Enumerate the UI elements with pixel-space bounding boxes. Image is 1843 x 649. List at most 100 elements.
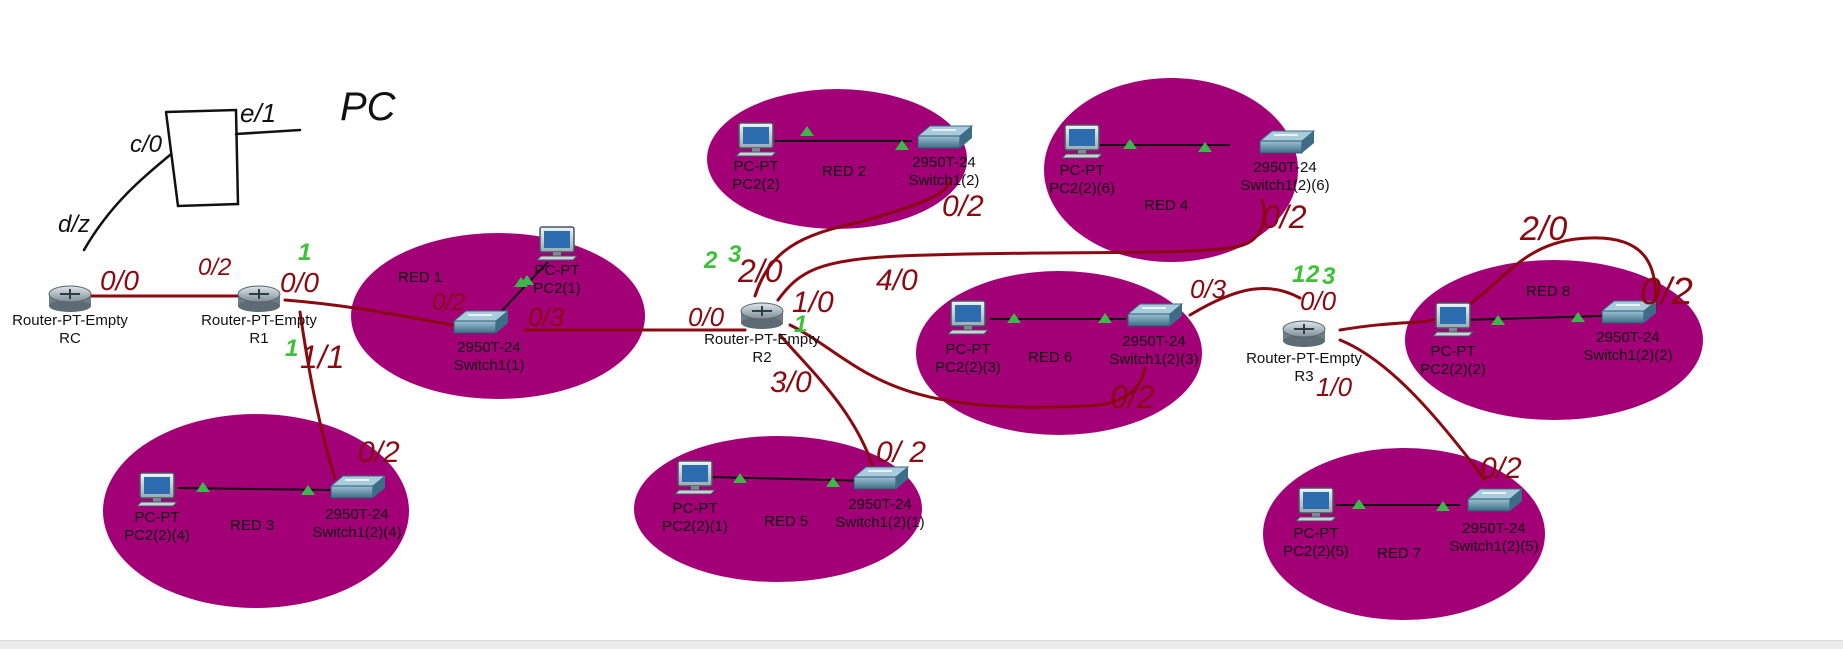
hand-link-r1-sw3 bbox=[298, 310, 337, 480]
annotation-r3-top: 0/0 bbox=[1300, 286, 1337, 316]
switch-4[interactable] bbox=[1258, 130, 1316, 154]
port-up-indicator bbox=[1491, 315, 1505, 325]
hand-link-r2-sw2 bbox=[753, 180, 952, 298]
switch-name-label: Switch1(2)(1) bbox=[835, 514, 924, 531]
pc-model-label: PC-PT bbox=[673, 500, 718, 517]
network-label-red7: RED 7 bbox=[1377, 545, 1421, 562]
switch-1[interactable] bbox=[452, 310, 510, 334]
pc-icon bbox=[673, 460, 717, 495]
annotation-r2-top: 2/0 bbox=[737, 253, 783, 289]
router-name-label: R1 bbox=[249, 330, 268, 347]
network-label-red1: RED 1 bbox=[398, 269, 442, 286]
switch-model-label: 2950T-24 bbox=[457, 339, 520, 356]
router-model-label: Router-PT-Empty bbox=[201, 312, 317, 329]
hand-link-r1-sw1 bbox=[283, 298, 472, 330]
annotation-sw3-port: 0/2 bbox=[358, 436, 400, 469]
switch-7[interactable] bbox=[1466, 488, 1524, 512]
switch-3[interactable] bbox=[329, 475, 387, 499]
annotation-c0: c/0 bbox=[130, 131, 163, 158]
pc-icon bbox=[946, 300, 990, 335]
pc-8[interactable] bbox=[1431, 302, 1475, 337]
pc-icon bbox=[135, 472, 179, 507]
annotation-dz: d/z bbox=[58, 211, 90, 238]
router-r2[interactable] bbox=[740, 302, 784, 329]
router-name-label: RC bbox=[59, 330, 81, 347]
switch-6[interactable] bbox=[1126, 303, 1184, 327]
port-up-indicator bbox=[826, 477, 840, 487]
switch-8[interactable] bbox=[1600, 300, 1658, 324]
switch-icon bbox=[1466, 488, 1524, 512]
switch-name-label: Switch1(2)(5) bbox=[1449, 538, 1538, 555]
pc-icon bbox=[1431, 302, 1475, 337]
port-status-lights bbox=[196, 126, 1585, 511]
pc-model-label: PC-PT bbox=[1294, 525, 1339, 542]
switch-model-label: 2950T-24 bbox=[1462, 520, 1525, 537]
port-up-indicator bbox=[1571, 312, 1585, 322]
annotation-green-r1-b: 1 bbox=[285, 335, 298, 362]
hand-link-r2-sw5 bbox=[778, 333, 876, 472]
network-cloud-red8[interactable] bbox=[1405, 260, 1703, 420]
hand-link-r3-sw7 bbox=[1338, 338, 1487, 482]
annotation-r2-right: 1/0 bbox=[792, 286, 834, 319]
network-label-red5: RED 5 bbox=[764, 513, 808, 530]
status-strip bbox=[0, 640, 1843, 649]
annotation-r3-left: 0/3 bbox=[1190, 274, 1227, 304]
hand-drawn-cables bbox=[82, 180, 1657, 482]
network-label-red2: RED 2 bbox=[822, 163, 866, 180]
annotation-r1-down: 1/1 bbox=[300, 339, 344, 375]
annotation-r2-down: 3/0 bbox=[770, 366, 812, 399]
switch-labels: 2950T-24 Switch1(1) 2950T-24 Switch1(2) … bbox=[312, 154, 1672, 555]
pc-7[interactable] bbox=[1294, 487, 1338, 522]
pc-labels: PC-PT PC2(1) PC-PT PC2(2) PC-PT PC2(2)(4… bbox=[124, 158, 1486, 560]
network-cloud-red3[interactable] bbox=[103, 414, 409, 608]
link-pc1-sw1[interactable] bbox=[495, 261, 549, 318]
port-up-indicator bbox=[895, 140, 909, 150]
pc-2[interactable] bbox=[734, 122, 778, 157]
annotation-r1-sw1: 0/2 bbox=[432, 289, 465, 316]
port-up-indicator bbox=[301, 485, 315, 495]
pc-name-label: PC2(2)(2) bbox=[1420, 361, 1486, 378]
pc-icon bbox=[535, 226, 579, 261]
pc-4[interactable] bbox=[1060, 124, 1104, 159]
annotation-green-r3-c: 3 bbox=[1322, 263, 1336, 290]
port-up-indicator bbox=[733, 473, 747, 483]
pc-name-label: PC2(2)(4) bbox=[124, 527, 190, 544]
switch-name-label: Switch1(2)(3) bbox=[1109, 351, 1198, 368]
annotation-green-r2-b: 3 bbox=[728, 241, 742, 268]
pc-1[interactable] bbox=[535, 226, 579, 261]
switch-model-label: 2950T-24 bbox=[1122, 333, 1185, 350]
pc-5[interactable] bbox=[673, 460, 717, 495]
annotation-r2-up: 4/0 bbox=[876, 264, 918, 297]
annotation-green-r2-c: 1 bbox=[794, 311, 807, 338]
switch-icon bbox=[852, 466, 910, 490]
switch-5[interactable] bbox=[852, 466, 910, 490]
annotation-green-r1: 1 bbox=[298, 239, 311, 266]
annotation-sw4-port: 0/2 bbox=[1262, 199, 1307, 235]
hand-link-r2-sw4 bbox=[776, 198, 1266, 302]
router-r1[interactable] bbox=[237, 285, 281, 312]
network-cloud-red4[interactable] bbox=[1044, 78, 1298, 262]
router-model-label: Router-PT-Empty bbox=[1246, 350, 1362, 367]
hand-annotations: PC e/1 c/0 d/z 0/0 0/2 0/0 1/1 0/2 0/3 0… bbox=[58, 85, 1693, 485]
router-rc[interactable] bbox=[48, 285, 92, 312]
switch-model-label: 2950T-24 bbox=[912, 154, 975, 171]
switch-icon bbox=[1258, 130, 1316, 154]
router-name-label: R3 bbox=[1294, 368, 1313, 385]
annotation-e1: e/1 bbox=[240, 98, 276, 128]
switch-name-label: Switch1(2)(6) bbox=[1240, 177, 1329, 194]
pc-6[interactable] bbox=[946, 300, 990, 335]
switch-icon bbox=[916, 125, 974, 149]
router-labels: Router-PT-Empty RC Router-PT-Empty R1 Ro… bbox=[12, 312, 1362, 385]
annotation-pc: PC bbox=[340, 85, 397, 129]
pc-icon bbox=[734, 122, 778, 157]
router-r3[interactable] bbox=[1282, 320, 1326, 347]
annotation-sw2-port: 0/2 bbox=[942, 190, 984, 223]
switch-2[interactable] bbox=[916, 125, 974, 149]
annotation-green-r3-a: 1 bbox=[1292, 261, 1305, 288]
annotation-green-r3-b: 2 bbox=[1305, 261, 1320, 288]
port-up-indicator bbox=[1436, 501, 1450, 511]
annotation-green-r2-a: 2 bbox=[703, 247, 718, 274]
annotation-sw6-port: 0/2 bbox=[1110, 379, 1155, 415]
port-up-indicator bbox=[196, 482, 210, 492]
pc-3[interactable] bbox=[135, 472, 179, 507]
